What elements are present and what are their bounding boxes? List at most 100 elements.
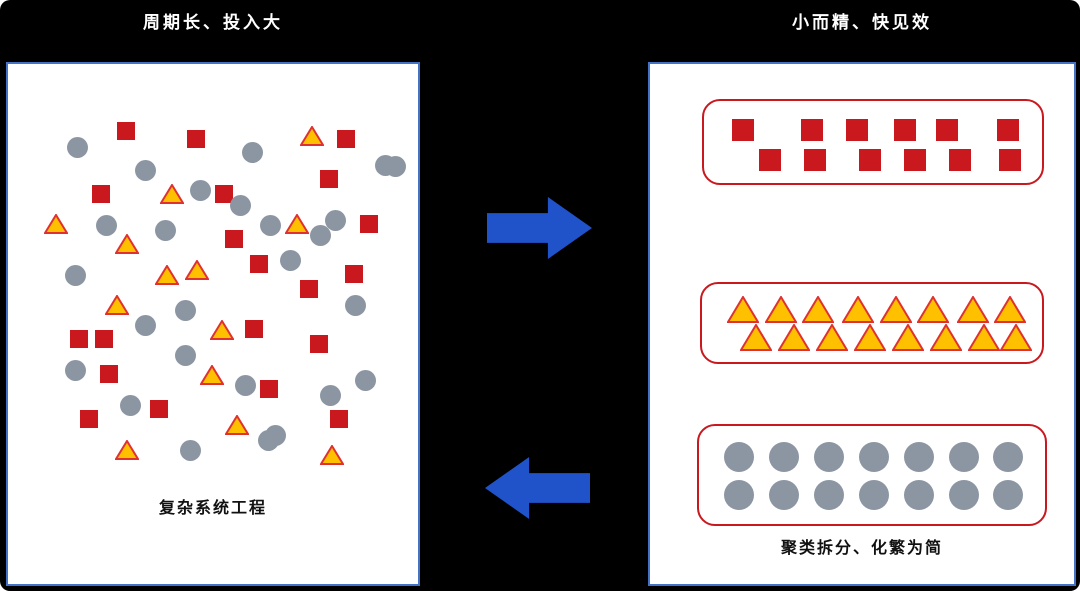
triangle-shape <box>842 296 874 323</box>
triangle-shape <box>115 234 139 254</box>
square-shape <box>187 130 205 148</box>
square-shape <box>95 330 113 348</box>
right-panel-caption: 聚类拆分、化繁为简 <box>780 540 943 557</box>
circle-shape <box>280 250 301 271</box>
circle-shape <box>190 180 211 201</box>
square-shape <box>999 149 1021 171</box>
square-shape <box>300 280 318 298</box>
triangles-cluster <box>700 282 1044 364</box>
circle-shape <box>859 442 889 472</box>
triangle-shape <box>210 320 234 340</box>
circle-shape <box>859 480 889 510</box>
right-title: 小而精、快见效 <box>792 13 932 32</box>
square-shape <box>150 400 168 418</box>
circle-shape <box>375 155 396 176</box>
square-shape <box>804 149 826 171</box>
square-shape <box>80 410 98 428</box>
circle-shape <box>724 442 754 472</box>
triangle-shape <box>802 296 834 323</box>
circle-shape <box>325 210 346 231</box>
square-shape <box>801 119 823 141</box>
circle-shape <box>320 385 341 406</box>
circle-shape <box>120 395 141 416</box>
circle-shape <box>135 315 156 336</box>
triangle-shape <box>300 126 324 146</box>
circle-shape <box>175 345 196 366</box>
triangle-shape <box>816 324 848 351</box>
circle-shape <box>345 295 366 316</box>
triangle-shape <box>200 365 224 385</box>
clustered-panel: 聚类拆分、化繁为简 <box>648 62 1076 586</box>
circle-shape <box>180 440 201 461</box>
square-shape <box>117 122 135 140</box>
triangle-shape <box>740 324 772 351</box>
square-shape <box>92 185 110 203</box>
square-shape <box>904 149 926 171</box>
circle-shape <box>242 142 263 163</box>
circle-shape <box>355 370 376 391</box>
triangle-shape <box>115 440 139 460</box>
circle-shape <box>310 225 331 246</box>
square-shape <box>936 119 958 141</box>
triangle-shape <box>160 184 184 204</box>
circle-shape <box>65 265 86 286</box>
square-shape <box>949 149 971 171</box>
triangle-shape <box>1000 324 1032 351</box>
square-shape <box>250 255 268 273</box>
complex-system-panel: 复杂系统工程 <box>6 62 420 586</box>
circle-shape <box>260 215 281 236</box>
circle-shape <box>769 480 799 510</box>
triangle-shape <box>765 296 797 323</box>
circle-shape <box>258 430 279 451</box>
circle-shape <box>904 442 934 472</box>
square-shape <box>759 149 781 171</box>
circle-shape <box>175 300 196 321</box>
circle-shape <box>949 442 979 472</box>
circle-shape <box>993 480 1023 510</box>
triangle-shape <box>957 296 989 323</box>
triangle-shape <box>994 296 1026 323</box>
square-shape <box>225 230 243 248</box>
square-shape <box>320 170 338 188</box>
arrow-left-icon <box>485 457 590 519</box>
triangle-shape <box>155 265 179 285</box>
triangle-shape <box>185 260 209 280</box>
square-shape <box>997 119 1019 141</box>
circle-shape <box>65 360 86 381</box>
circle-shape <box>155 220 176 241</box>
triangle-shape <box>105 295 129 315</box>
circle-shape <box>135 160 156 181</box>
square-shape <box>846 119 868 141</box>
triangle-shape <box>917 296 949 323</box>
triangle-shape <box>285 214 309 234</box>
circle-shape <box>904 480 934 510</box>
triangle-shape <box>968 324 1000 351</box>
scattered-shapes-area <box>8 64 418 584</box>
square-shape <box>894 119 916 141</box>
squares-cluster <box>702 99 1044 185</box>
square-shape <box>330 410 348 428</box>
circle-shape <box>769 442 799 472</box>
square-shape <box>859 149 881 171</box>
triangle-shape <box>930 324 962 351</box>
square-shape <box>360 215 378 233</box>
circle-shape <box>67 137 88 158</box>
square-shape <box>215 185 233 203</box>
square-shape <box>345 265 363 283</box>
square-shape <box>337 130 355 148</box>
square-shape <box>732 119 754 141</box>
circle-shape <box>230 195 251 216</box>
cluster-groups-area <box>650 64 1074 584</box>
left-panel-caption: 复杂系统工程 <box>158 500 267 517</box>
triangle-shape <box>727 296 759 323</box>
triangle-shape <box>225 415 249 435</box>
triangle-shape <box>880 296 912 323</box>
circle-shape <box>814 442 844 472</box>
triangle-shape <box>320 445 344 465</box>
circle-shape <box>724 480 754 510</box>
circle-shape <box>993 442 1023 472</box>
triangle-shape <box>778 324 810 351</box>
square-shape <box>260 380 278 398</box>
triangle-shape <box>854 324 886 351</box>
